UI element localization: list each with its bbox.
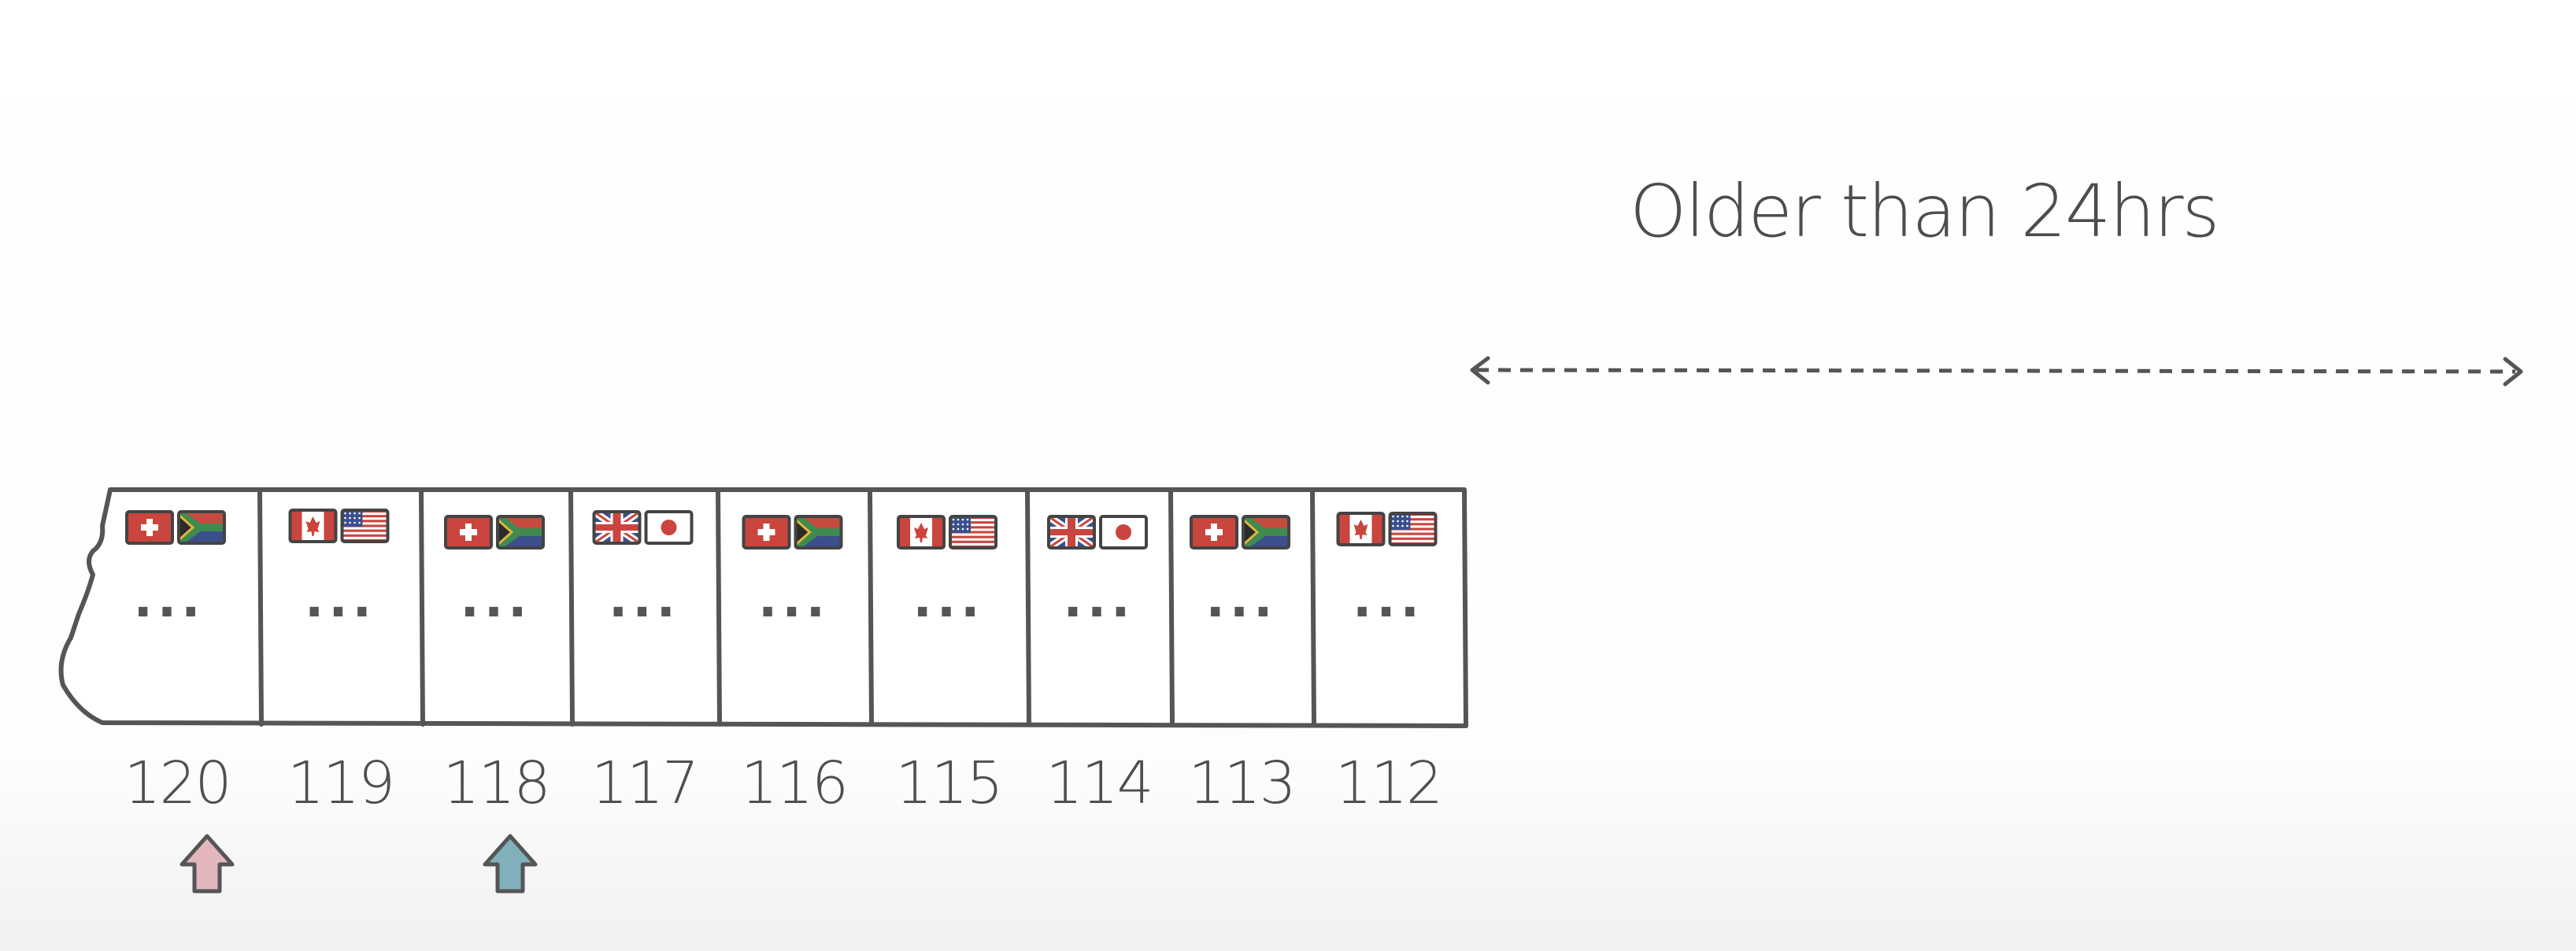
uk-flag-icon (592, 510, 642, 545)
older-than-24hrs-label: Older than 24hrs (1630, 169, 2219, 253)
log-entry-number: 115 (895, 749, 1003, 817)
up-arrow-icon (483, 834, 538, 894)
canada-flag-icon (1336, 512, 1386, 546)
log-entry-ellipsis: ... (1353, 571, 1424, 629)
log-divider (1310, 489, 1316, 727)
log-entry-ellipsis: ... (609, 571, 680, 629)
log-dividers (257, 489, 1316, 727)
log-entry-ellipsis: ... (758, 571, 830, 629)
log-divider (568, 489, 575, 727)
canada-flag-icon (288, 509, 338, 543)
log-entry-number: 114 (1046, 749, 1153, 817)
position-markers (180, 834, 538, 894)
log-entry-number: 116 (740, 749, 849, 817)
japan-flag-icon (1099, 515, 1148, 550)
log-entry-ellipsis: ... (460, 571, 532, 629)
log-entry-number: 112 (1334, 749, 1443, 817)
log-divider (868, 489, 874, 727)
usa-flag-icon (1388, 512, 1438, 546)
log-divider (1168, 489, 1175, 727)
switzerland-flag-icon (444, 515, 493, 550)
log-entry-number: 113 (1188, 749, 1296, 817)
log-entry-ellipsis: ... (1063, 571, 1135, 629)
log-entry-ellipsis: ... (912, 571, 985, 629)
log-entry-number: 117 (590, 749, 699, 817)
south-africa-flag-icon (496, 515, 545, 550)
log-entry-ellipsis: ... (133, 571, 205, 629)
japan-flag-icon (644, 510, 694, 545)
switzerland-flag-icon (1190, 515, 1238, 550)
south-africa-flag-icon (794, 515, 843, 550)
log-divider (1025, 489, 1031, 727)
uk-flag-icon (1047, 515, 1096, 550)
log-flags (125, 509, 1438, 550)
log-entry-ellipsis: ... (305, 571, 376, 629)
time-range-arrow (1470, 356, 2523, 387)
canada-flag-icon (897, 515, 946, 550)
south-africa-flag-icon (177, 510, 226, 545)
log-divider (419, 489, 425, 727)
log-entry-number: 119 (287, 749, 395, 817)
log-divider (716, 489, 722, 727)
up-arrow-icon (180, 834, 235, 894)
switzerland-flag-icon (742, 515, 791, 550)
log-entry-ellipsis: ... (1205, 571, 1278, 629)
usa-flag-icon (949, 515, 997, 550)
usa-flag-icon (340, 509, 390, 543)
switzerland-flag-icon (125, 510, 174, 545)
log-entry-number: 118 (442, 749, 550, 817)
south-africa-flag-icon (1242, 515, 1290, 550)
log-entry-number: 120 (124, 749, 231, 817)
log-divider (257, 489, 264, 727)
